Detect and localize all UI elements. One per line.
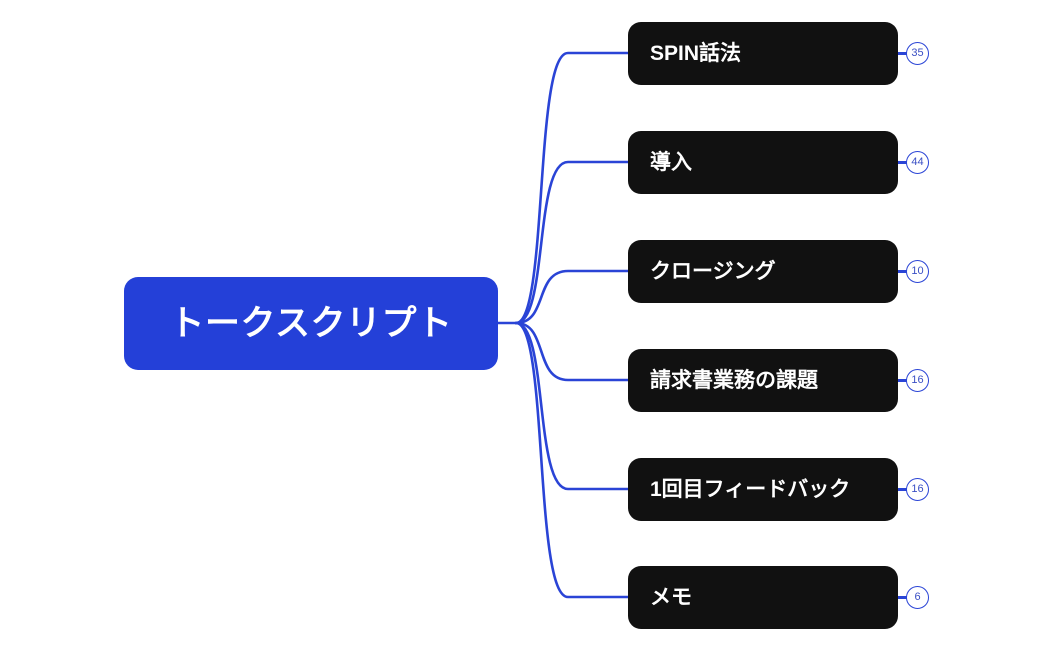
child-count-badge[interactable]: 44 [906, 150, 929, 174]
badge-connector [898, 596, 907, 599]
child-node[interactable]: SPIN話法 [628, 22, 898, 85]
child-node[interactable]: 1回目フィードバック [628, 458, 898, 521]
edge-root-to-child [514, 321, 630, 599]
badge-connector [898, 161, 907, 164]
child-node-label: SPIN話法 [650, 42, 742, 65]
child-node-label: クロージング [650, 260, 776, 283]
badge-connector [898, 52, 907, 55]
edge-root-to-child [514, 51, 630, 325]
root-node-label: トークスクリプト [169, 304, 453, 343]
edge-root-to-child [514, 321, 630, 491]
child-node[interactable]: 請求書業務の課題 [628, 349, 898, 412]
badge-connector [898, 379, 907, 382]
edge-root-to-child [514, 321, 630, 382]
child-node-label: 1回目フィードバック [650, 478, 851, 501]
child-count-badge[interactable]: 16 [906, 368, 929, 392]
child-node[interactable]: 導入 [628, 131, 898, 194]
badge-connector [898, 270, 907, 273]
root-node[interactable]: トークスクリプト [124, 277, 498, 370]
child-count-badge[interactable]: 6 [906, 585, 929, 609]
child-node[interactable]: クロージング [628, 240, 898, 303]
child-node-label: メモ [650, 586, 692, 609]
child-count-badge[interactable]: 10 [906, 259, 929, 283]
edge-root-to-child [514, 160, 630, 325]
child-node[interactable]: メモ [628, 566, 898, 629]
child-node-label: 導入 [650, 151, 692, 174]
badge-connector [898, 488, 907, 491]
child-count-badge[interactable]: 16 [906, 477, 929, 501]
child-node-label: 請求書業務の課題 [650, 369, 818, 392]
child-count-badge[interactable]: 35 [906, 41, 929, 65]
edge-root-to-child [514, 269, 630, 325]
